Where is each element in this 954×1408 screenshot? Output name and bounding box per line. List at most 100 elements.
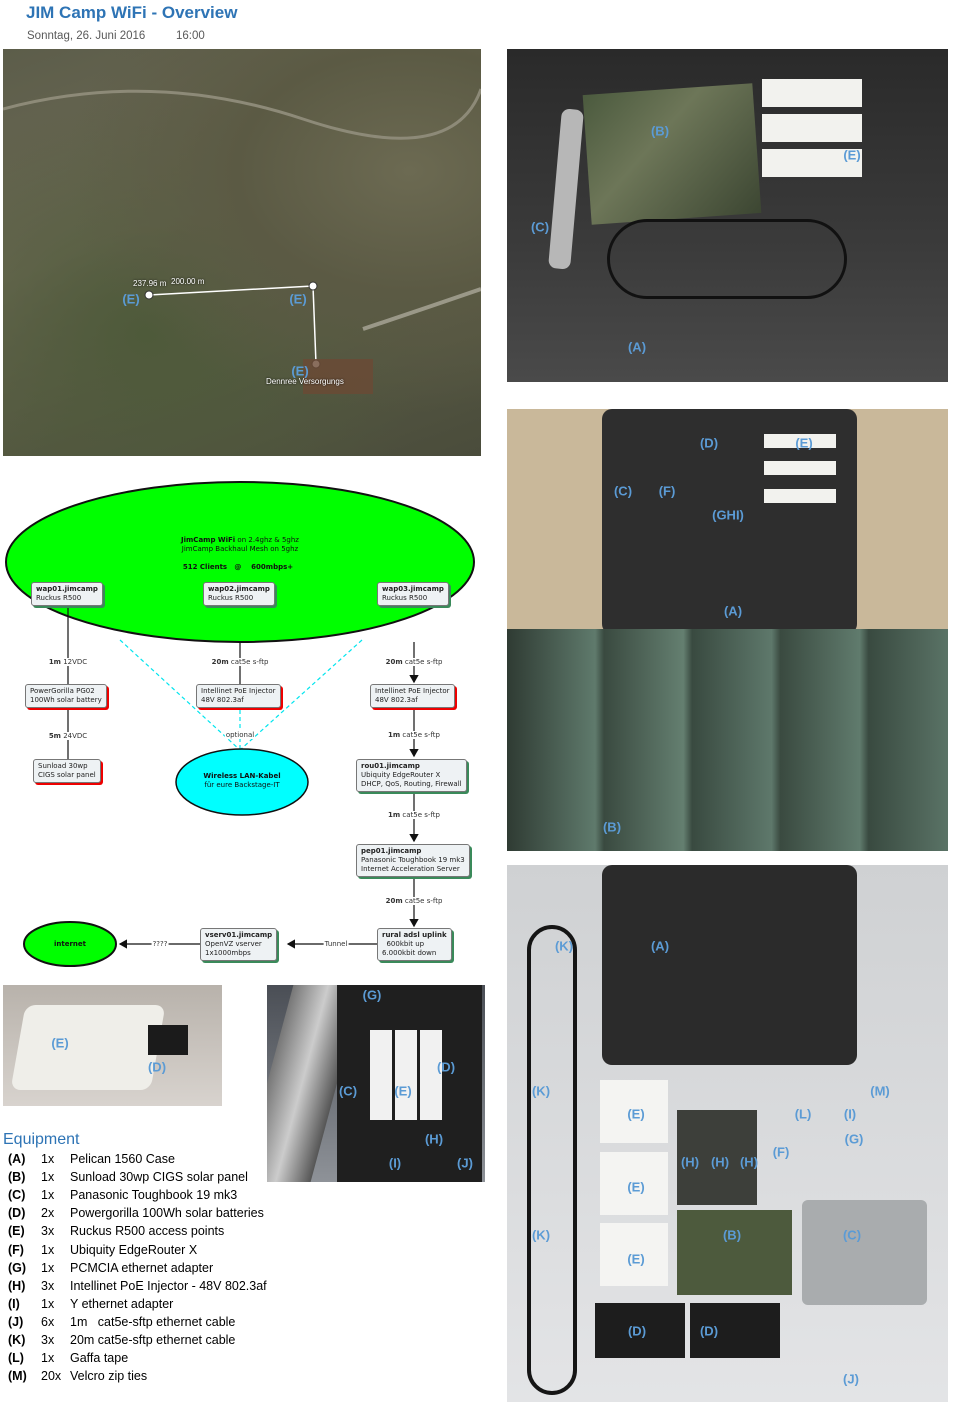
internet-label: internet — [53, 940, 87, 948]
link-label: 20m cat5e s-ftp — [384, 658, 444, 666]
equipment-qty: 1x — [41, 1152, 55, 1166]
photo-label: (M) — [870, 1083, 890, 1099]
photo-label: (I) — [388, 1155, 402, 1171]
equipment-key: (E) — [8, 1224, 25, 1239]
equipment-key: (L) — [8, 1351, 24, 1366]
photo-label: (C) — [338, 1083, 358, 1099]
photo-label: (K) — [554, 938, 574, 954]
photo-label: (E) — [795, 435, 813, 451]
photo-label: (L) — [794, 1106, 812, 1122]
equipment-qty: 20x — [41, 1369, 62, 1384]
equipment-key: (B) — [8, 1170, 26, 1185]
equipment-qty: 3x — [41, 1224, 55, 1239]
equipment-name: Y ethernet adapter — [70, 1296, 174, 1311]
photo-label: (E) — [394, 1083, 412, 1099]
equipment-name: Gaffa tape — [70, 1351, 129, 1366]
photo-label: (E) — [627, 1251, 645, 1267]
map-distance-total: 237.96 m — [133, 279, 167, 288]
photo-label: (G) — [844, 1131, 864, 1147]
photo-label: (B) — [602, 819, 622, 835]
photo-label: (D) — [147, 1059, 167, 1075]
photo-label: (A) — [723, 603, 743, 619]
photo-label: (D) — [699, 435, 719, 451]
map-label: (E) — [289, 291, 307, 307]
equipment-name: Powergorilla 100Wh solar batteries — [70, 1206, 264, 1221]
photo-access-point: (E) (D) — [3, 985, 222, 1106]
equipment-name: Velcro zip ties — [70, 1369, 148, 1384]
equipment-name: 20m cat5e-sftp ethernet cable — [70, 1333, 236, 1347]
equipment-qty: 1x — [41, 1260, 55, 1275]
wlan-title: Wireless LAN-Kabel — [203, 772, 281, 780]
photo-label: (H) — [739, 1154, 759, 1170]
photo-case-and-panel: (D) (E) (C) (F) (GHI) (A) (B) — [507, 409, 948, 851]
photo-label: (D) — [699, 1323, 719, 1339]
photo-label: (F) — [658, 483, 676, 499]
photo-label: (D) — [436, 1059, 456, 1075]
photo-label: (H) — [424, 1131, 444, 1147]
internet-cloud — [23, 921, 117, 967]
photo-case-closeup: (G) (C) (E) (D) (H) (I) (J) — [267, 985, 485, 1182]
photo-label: (I) — [843, 1106, 857, 1122]
equipment-qty: 3x — [41, 1278, 55, 1293]
link-label: 1m cat5e s-ftp — [387, 731, 441, 739]
equipment-qty: 1x — [41, 1170, 55, 1185]
equipment-name: Ubiquity EdgeRouter X — [70, 1242, 198, 1257]
photo-label: (E) — [627, 1179, 645, 1195]
link-label: 1m 12VDC — [47, 658, 89, 666]
optional-label: optional — [224, 731, 256, 739]
cloud-clients: 512 Clients @ 600mbps+ — [182, 563, 294, 571]
equipment-qty: 1x — [41, 1296, 55, 1311]
satellite-map: 237.96 m 200.00 m Dennree Versorgungs (E… — [3, 49, 481, 456]
cloud-ssid: JimCamp WiFi — [181, 536, 236, 544]
equipment-key: (J) — [8, 1314, 24, 1329]
photo-label: (C) — [530, 219, 550, 235]
wlan-cloud — [175, 748, 309, 816]
equipment-key: (I) — [8, 1296, 20, 1311]
photo-label: (B) — [722, 1227, 742, 1243]
photo-label: (D) — [627, 1323, 647, 1339]
photo-label: (B) — [650, 123, 670, 139]
equipment-item: (M) 20x Velcro zip ties — [8, 1369, 147, 1387]
link-label: 20m cat5e s-ftp — [384, 897, 444, 905]
photo-label: (E) — [627, 1106, 645, 1122]
equipment-key: (M) — [8, 1369, 27, 1384]
equipment-key: (H) — [8, 1278, 26, 1293]
wifi-cloud — [5, 481, 475, 643]
equipment-name: Pelican 1560 Case — [70, 1152, 175, 1166]
photo-label: (K) — [531, 1227, 551, 1243]
photo-case-packed: (B) (E) (C) (A) — [507, 49, 948, 382]
wlan-subtitle: für eure Backstage-IT — [204, 781, 280, 789]
photo-label: (E) — [843, 147, 861, 163]
photo-label: (A) — [650, 938, 670, 954]
photo-label: (C) — [613, 483, 633, 499]
map-place-label: Dennree Versorgungs — [266, 377, 344, 386]
photo-equipment-layout: (K) (A) (K) (M) (E) (L) (I) (G) (H) (H) … — [507, 865, 948, 1402]
equipment-qty: 2x — [41, 1206, 55, 1221]
photo-label: (J) — [457, 1155, 473, 1171]
equipment-key: (G) — [8, 1260, 27, 1275]
tunnel-label: Tunnel — [323, 940, 349, 948]
equipment-key: (C) — [8, 1188, 26, 1203]
equipment-qty: 1x — [41, 1188, 55, 1203]
photo-label: (K) — [531, 1083, 551, 1099]
equipment-heading: Equipment — [3, 1131, 80, 1148]
page-title: JIM Camp WiFi - Overview — [26, 3, 238, 22]
photo-label: (J) — [843, 1371, 859, 1387]
network-diagram-lines — [5, 481, 475, 967]
